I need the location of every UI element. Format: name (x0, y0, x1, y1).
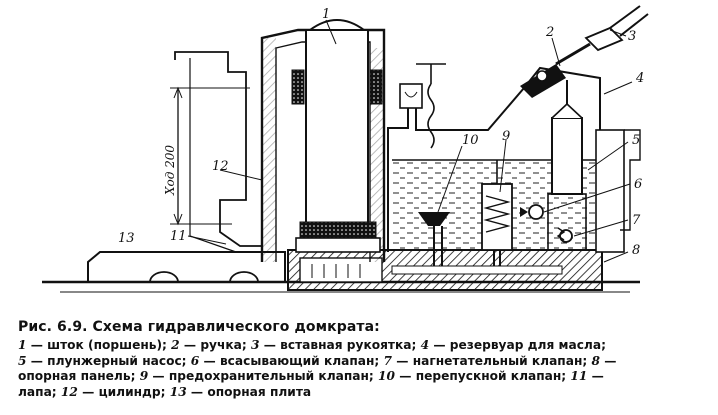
legend-text: — вставная рукоятка; (259, 338, 421, 352)
piston-rod (295, 19, 381, 278)
legend-text: — перепускной клапан; (395, 369, 571, 383)
legend-text: — предохранительный клапан; (148, 369, 379, 383)
legend-number: 7 (383, 353, 393, 368)
legend-text: — опорная плита (186, 384, 312, 399)
bypass-valve (418, 212, 450, 266)
discharge-valve (556, 227, 573, 243)
safety-valve (481, 160, 513, 266)
part-label-11: 11 (170, 229, 187, 244)
hydraulic-jack-diagram: Ход 200 (42, 5, 649, 293)
part-label-1: 1 (322, 7, 330, 22)
part-label-13: 13 (118, 231, 135, 246)
figure-caption: Рис. 6.9. Схема гидравлического домкрата… (18, 318, 708, 400)
release-screw (399, 63, 446, 149)
part-labels: 1 2 3 4 5 6 7 8 9 10 11 12 13 (118, 7, 644, 258)
cylinder (174, 28, 386, 262)
insert-handle (584, 5, 649, 52)
legend-number: 13 (169, 384, 187, 399)
legend-number: 9 (139, 369, 149, 383)
legend-number: 8 (591, 353, 600, 368)
legend-text: — всасывающий клапан; (199, 353, 384, 368)
legend-number: 11 (570, 369, 588, 383)
suction-valve (520, 204, 544, 220)
legend-number: 10 (378, 369, 396, 383)
legend-number: 5 (18, 353, 27, 368)
legend-number: 6 (190, 353, 200, 368)
plunger-pump (547, 80, 587, 251)
part-label-10: 10 (462, 133, 479, 148)
legend-number: 12 (60, 384, 78, 399)
legend-number: 1 (18, 338, 27, 352)
caption-line: 5 — плунжерный насос; 6 — всасывающий кл… (18, 354, 708, 370)
part-label-2: 2 (545, 25, 554, 40)
leader-lines (187, 19, 633, 263)
legend-text: — ручка; (179, 338, 251, 352)
legend-text: — цилиндр; (77, 384, 170, 399)
part-label-7: 7 (632, 213, 641, 228)
legend-text: — нагнетательный клапан; (392, 353, 592, 368)
stroke-label: Ход 200 (163, 145, 177, 196)
caption-line: лапа; 12 — цилиндр; 13 — опорная плита (18, 385, 708, 401)
caption-line: опорная панель; 9 — предохранительный кл… (18, 369, 708, 385)
legend-text: — (599, 353, 617, 368)
caption-title: Рис. 6.9. Схема гидравлического домкрата… (18, 319, 380, 335)
part-label-6: 6 (634, 177, 642, 192)
legend-number: 2 (171, 338, 180, 352)
legend-number: 4 (420, 338, 430, 352)
caption-line: 1 — шток (поршень); 2 — ручка; 3 — встав… (18, 338, 708, 354)
part-label-8: 8 (632, 243, 640, 258)
part-label-3: 3 (628, 29, 636, 44)
legend-text: — (587, 369, 604, 383)
legend-text: — шток (поршень); (26, 338, 172, 352)
part-label-5: 5 (632, 133, 640, 148)
caption-legend: 1 — шток (поршень); 2 — ручка; 3 — встав… (18, 338, 708, 400)
stroke-dimension: Ход 200 (163, 86, 250, 226)
legend-text: опорная панель; (18, 369, 140, 383)
part-label-4: 4 (635, 71, 644, 86)
part-label-9: 9 (502, 129, 510, 144)
part-label-12: 12 (212, 159, 229, 174)
handle (520, 42, 591, 98)
legend-text: — резервуар для масла; (429, 338, 606, 352)
support-panel (287, 249, 603, 291)
legend-number: 3 (250, 338, 260, 352)
legend-text: лапа; (18, 384, 61, 399)
legend-text: — плунжерный насос; (26, 353, 191, 368)
